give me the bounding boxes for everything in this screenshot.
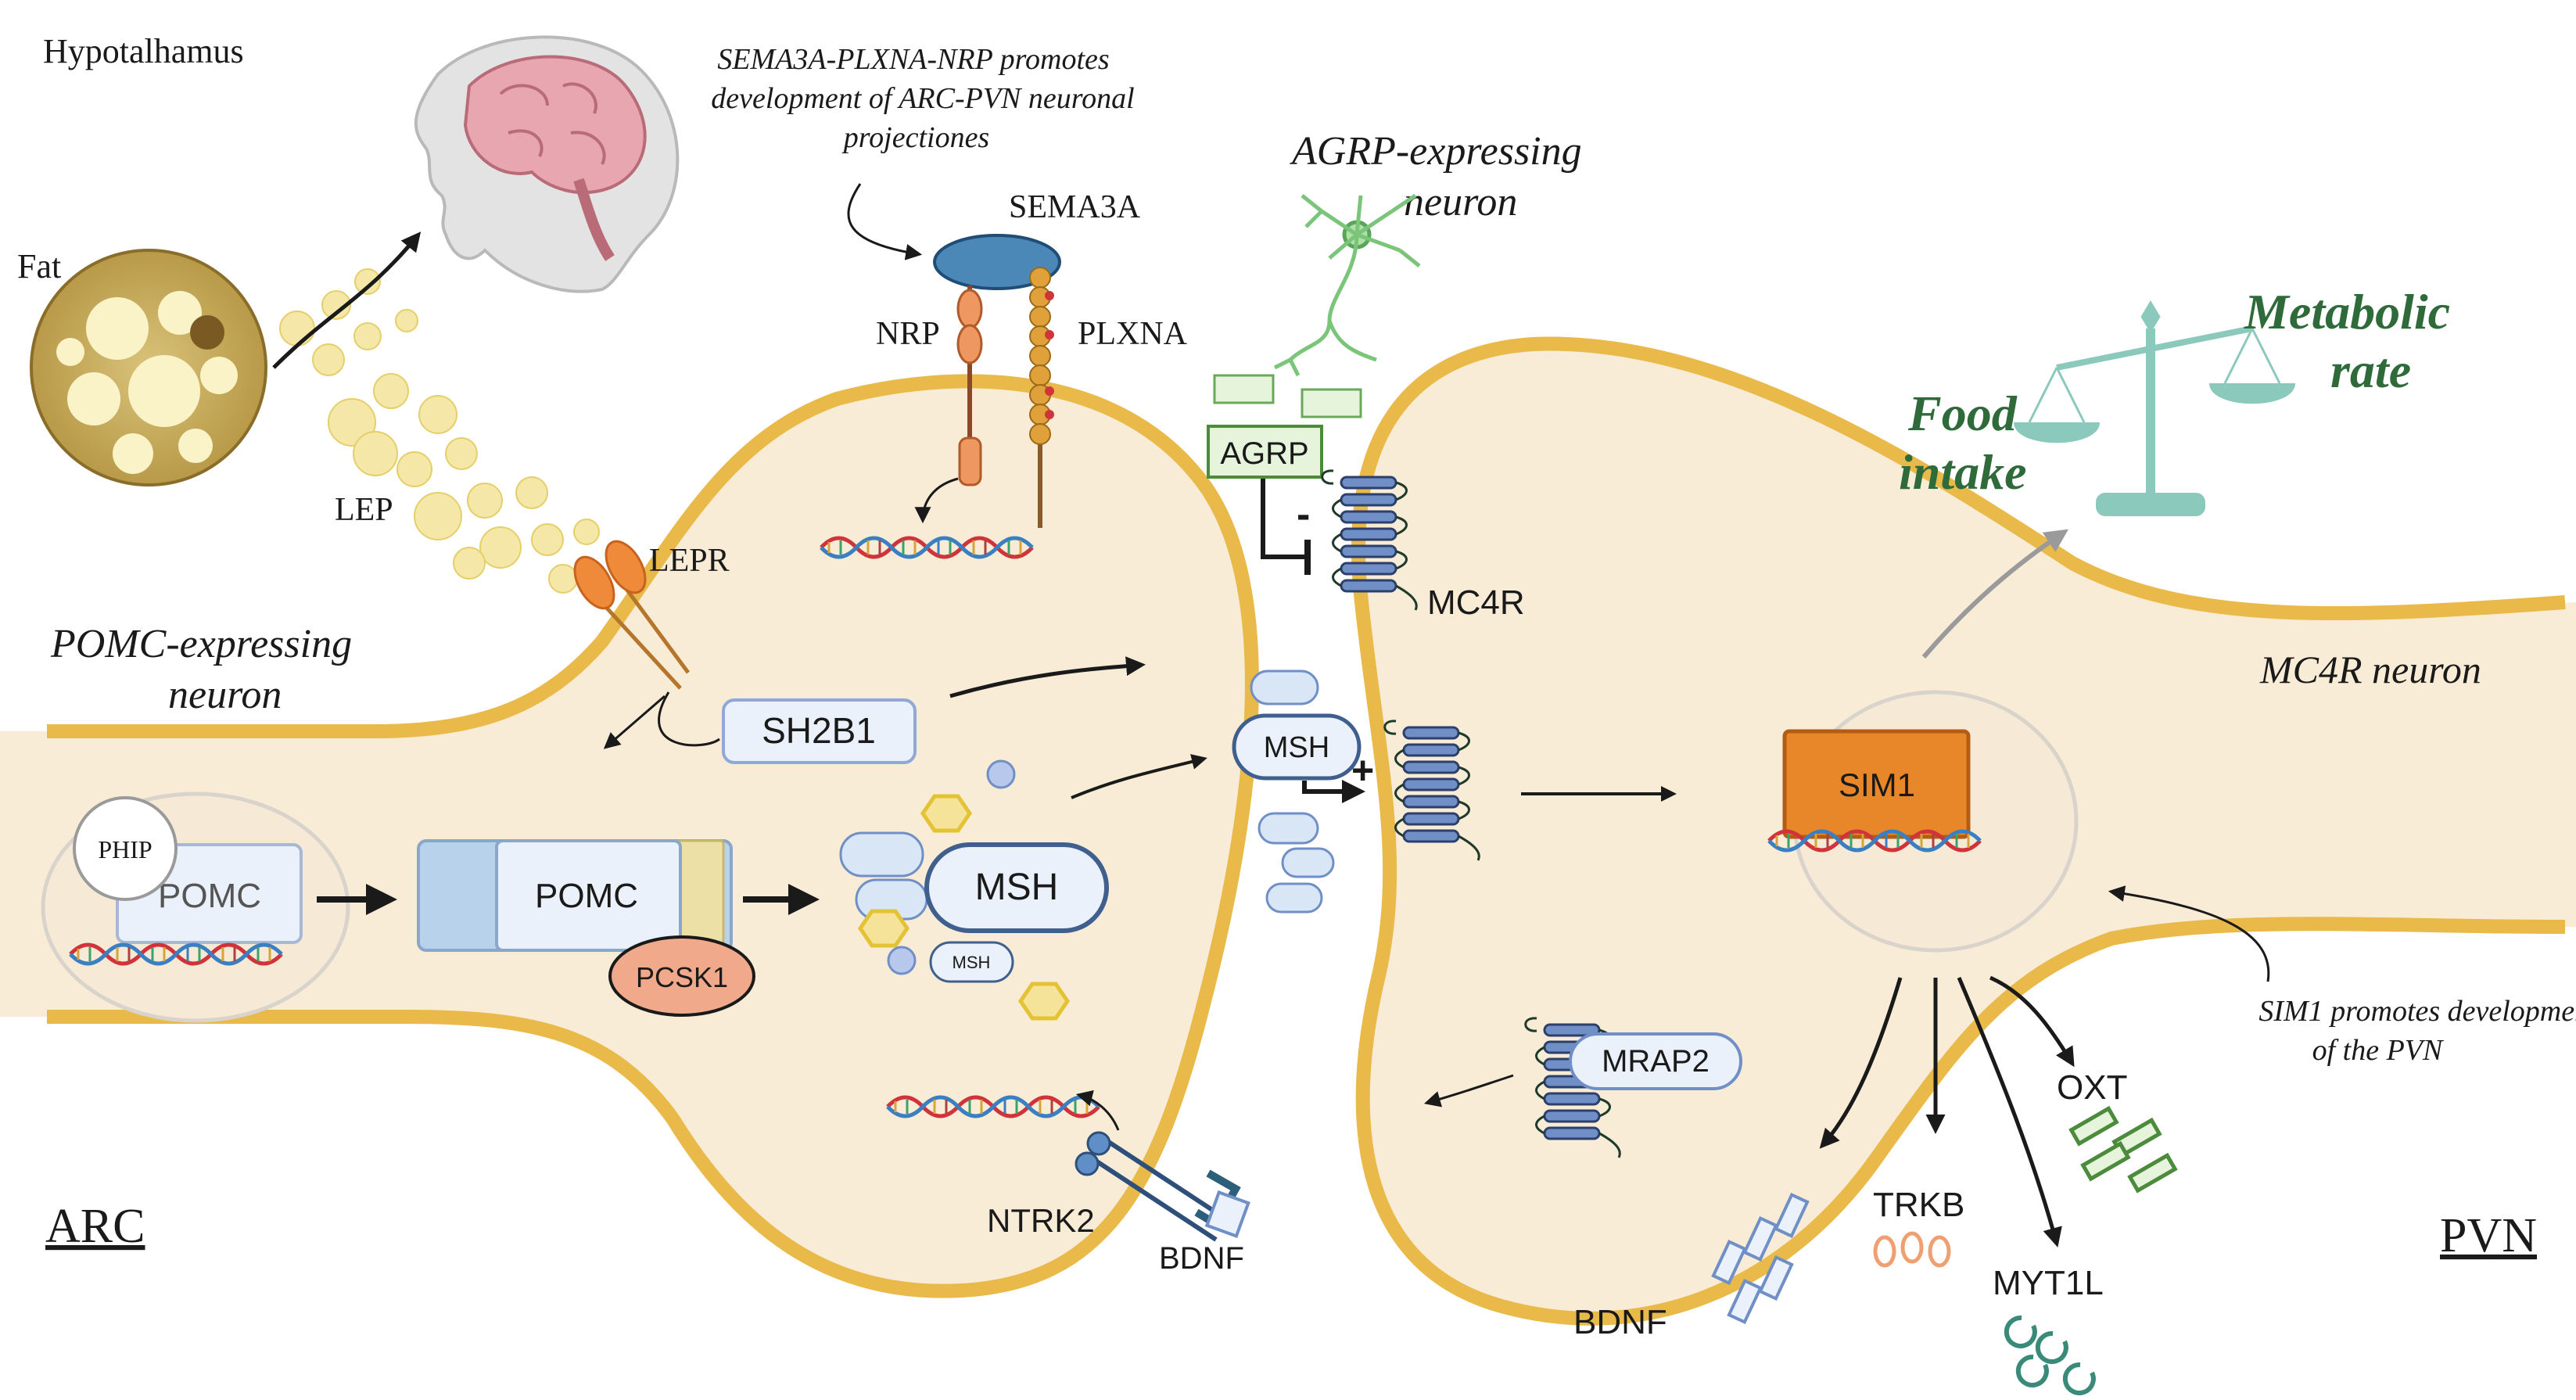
- food-intake-line2: intake: [1899, 444, 2027, 500]
- sim1-annotation-line2: of the PVN: [2312, 1034, 2445, 1067]
- lepr-label: LEPR: [649, 543, 730, 579]
- pomc-gene-label: POMC: [158, 877, 261, 915]
- food-intake-line1: Food: [1907, 386, 2018, 441]
- msh-activation-arrow: [1302, 780, 1365, 803]
- fat-label: Fat: [17, 247, 61, 285]
- pcsk1-label: PCSK1: [636, 961, 728, 993]
- msh-synapse-label: MSH: [1264, 731, 1329, 764]
- sh2b1-to-synapse-arrow: [949, 656, 1146, 698]
- lepr-receptor: [573, 540, 691, 690]
- bdnf-right-label: BDNF: [1573, 1303, 1667, 1341]
- pomc-protein: [417, 839, 733, 952]
- mrap2-arrow: [1423, 1074, 1514, 1107]
- myt1l-label: MYT1L: [1993, 1264, 2104, 1302]
- sema-annotation-line1: SEMA3A-PLXNA-NRP promotes: [717, 43, 1109, 76]
- pvn-label: PVN: [2440, 1209, 2537, 1262]
- nrp-to-dna-arrow: [914, 477, 959, 524]
- ntrk2-receptor: [1075, 1131, 1250, 1242]
- metabolic-rate-line1: Metabolic: [2244, 284, 2450, 339]
- plxna-label: PLXNA: [1078, 316, 1188, 352]
- sh2b1-label: SH2B1: [762, 710, 876, 751]
- agrp-box: [1207, 425, 1323, 479]
- lep-label: LEP: [335, 492, 393, 528]
- msh-synapse-box: [1232, 713, 1362, 781]
- synaptic-msh-peptides: [1250, 669, 1335, 914]
- sim1-annotation-line1: SIM1 promotes development: [2258, 995, 2576, 1028]
- agrp-inhibition-line: [1261, 479, 1306, 559]
- msh-small-label: MSH: [953, 953, 991, 972]
- msh-large-label: MSH: [975, 867, 1059, 908]
- metabolic-rate-line2: rate: [2330, 343, 2411, 398]
- agrp-minus-sign: -: [1297, 492, 1310, 537]
- phip-label: PHIP: [98, 835, 152, 863]
- msh-large-box: [924, 842, 1109, 933]
- oxt-label: OXT: [2057, 1068, 2127, 1107]
- scale-icon: [2014, 300, 2295, 516]
- ntrk2-label: NTRK2: [987, 1202, 1095, 1239]
- pcsk1-ellipse: [608, 935, 755, 1017]
- sema-annotation-line3: projectiones: [841, 121, 989, 154]
- mc4r-neuron-label: MC4R neuron: [2259, 648, 2481, 691]
- sim1-to-bdnf-arrow: [1819, 977, 1903, 1149]
- hypothalamus-label: Hypotalhamus: [43, 32, 244, 70]
- sim1-to-scale-arrow: [1921, 529, 2068, 659]
- oxt-icon: [2068, 1105, 2178, 1194]
- arc-label: ARC: [45, 1200, 145, 1253]
- fat-cell: [30, 249, 267, 486]
- msh-plus-sign: +: [1351, 748, 1374, 792]
- infant-head-icon: [414, 35, 680, 293]
- mrap2-label: MRAP2: [1602, 1044, 1710, 1079]
- mc4r-neuron-membrane: [1351, 336, 2566, 1326]
- pomc-neuron-label-line1: POMC-expressing: [50, 622, 352, 666]
- agrp-neuron-label-line2: neuron: [1404, 180, 1517, 224]
- lepr-to-nucleus-arrow: [603, 695, 666, 749]
- sema-annotation-line2: development of ARC-PVN neuronal: [711, 82, 1134, 115]
- phip-circle: [73, 796, 178, 901]
- bdnf-right-icon: [1711, 1192, 1810, 1325]
- sh2b1-box: [722, 698, 917, 764]
- bdnf-left-label: BDNF: [1159, 1241, 1244, 1276]
- lepr-to-sh2b1-arrow: [658, 691, 720, 747]
- ntrk2-to-dna-arrow: [1075, 1089, 1120, 1131]
- nrp-label: NRP: [876, 316, 940, 352]
- mrap2-box: [1569, 1032, 1742, 1090]
- agrp-label: AGRP: [1220, 436, 1308, 471]
- mc4r-label: MC4R: [1427, 583, 1525, 622]
- msh-small-box: [929, 941, 1014, 983]
- sema3a-label: SEMA3A: [1009, 189, 1141, 225]
- agrp-peptide-1: [1213, 374, 1275, 404]
- sim1-label: SIM1: [1839, 766, 1915, 803]
- agrp-neuron-label-line1: AGRP-expressing: [1290, 129, 1582, 174]
- myt1l-icon: [2004, 1315, 2096, 1395]
- msh-to-synapse-arrow: [1071, 754, 1207, 799]
- agrp-neuron-icon: [1273, 193, 1421, 377]
- trkb-label: TRKB: [1873, 1186, 1964, 1224]
- agrp-peptide-2: [1301, 388, 1362, 418]
- pomc-protein-label: POMC: [535, 877, 638, 915]
- nrp-plxna-complex: [933, 234, 1061, 528]
- sema-annotation-arrow: [847, 183, 923, 260]
- pomc-neuron-body: [0, 381, 1252, 1291]
- pomc-neuron-label-line2: neuron: [168, 673, 282, 717]
- sim1-to-myt1l-arrow: [1957, 977, 2062, 1247]
- sim1-to-oxt-arrow: [1989, 975, 2075, 1068]
- msh-peptides: [839, 759, 1071, 1021]
- trkb-icon: [1873, 1231, 1951, 1268]
- fat-to-brain-arrow: [272, 232, 422, 369]
- sim1-annotation-arrow: [2108, 885, 2270, 982]
